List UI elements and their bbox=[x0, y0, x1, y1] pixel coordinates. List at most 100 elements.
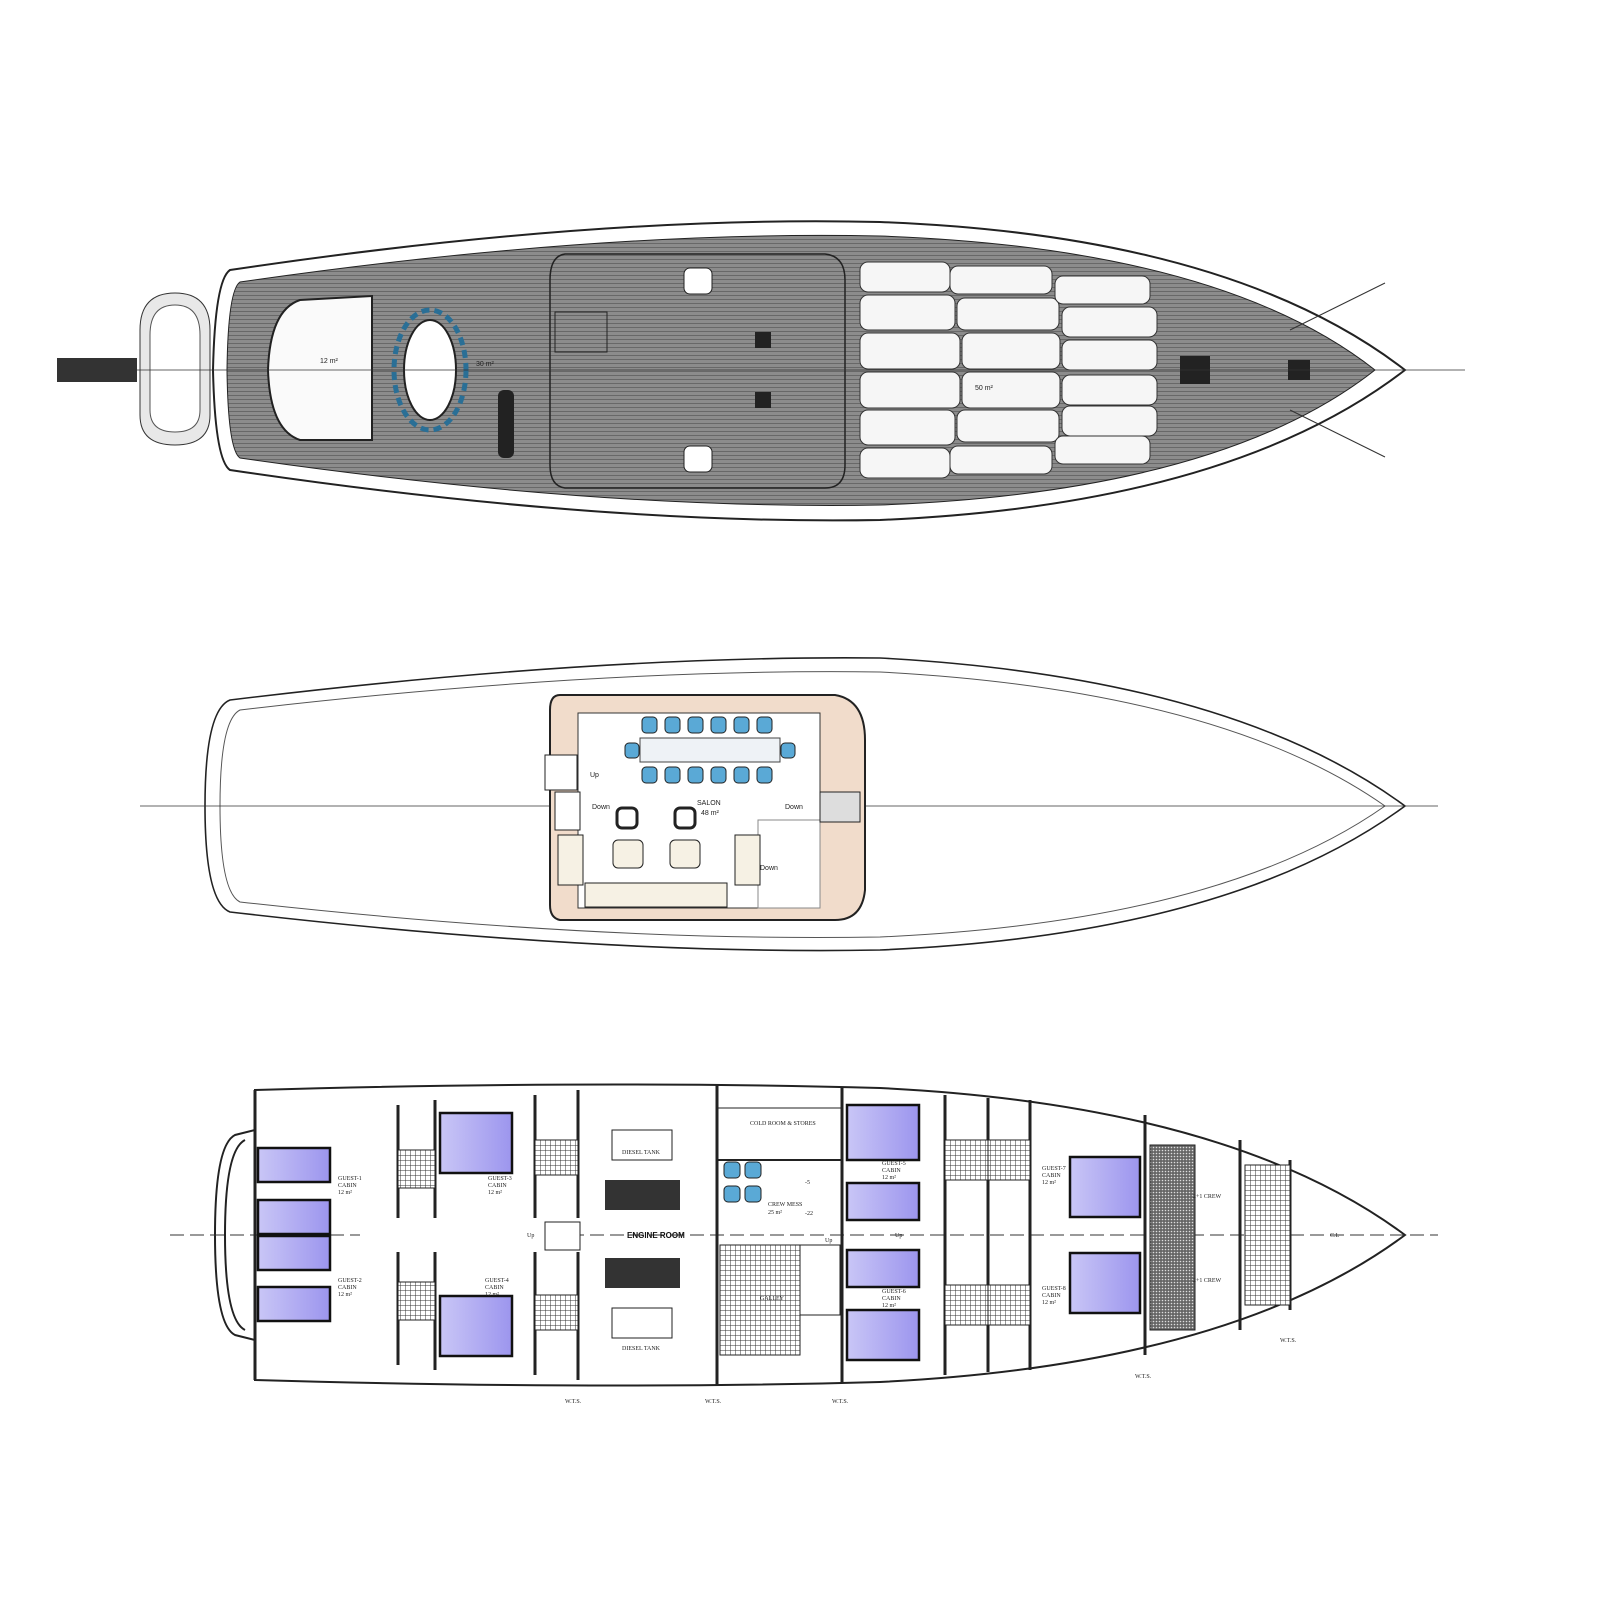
crew-mess-label: CREW MESS bbox=[768, 1202, 802, 1208]
stair-up bbox=[544, 754, 578, 791]
dining-area-label: 30 m² bbox=[476, 361, 495, 368]
dining-chair bbox=[756, 766, 773, 784]
sunbed-pad bbox=[1054, 275, 1151, 305]
dining-chair bbox=[710, 766, 727, 784]
dining-chair bbox=[687, 766, 704, 784]
engine bbox=[605, 1180, 680, 1210]
sunbed-pad bbox=[1061, 306, 1158, 338]
cabin-label: GUEST-1 bbox=[338, 1176, 362, 1182]
stair bbox=[544, 1221, 581, 1251]
cabin-label: GUEST-2 bbox=[338, 1278, 362, 1284]
dining-chair bbox=[664, 766, 681, 784]
crew-area bbox=[1149, 1144, 1196, 1331]
cabin-label: CABIN bbox=[488, 1183, 507, 1189]
mess-chair bbox=[723, 1161, 741, 1179]
diesel-tank bbox=[611, 1129, 673, 1161]
sunbed-pad bbox=[961, 371, 1061, 409]
galley-label: GALLEY bbox=[760, 1296, 785, 1302]
sunbed-pad bbox=[859, 371, 961, 409]
sunbed-pad bbox=[949, 445, 1053, 475]
cabin-beds bbox=[256, 1103, 1142, 1362]
down-label: Down bbox=[785, 804, 803, 811]
bed bbox=[1068, 1251, 1142, 1315]
cabin-label: CABIN bbox=[882, 1296, 901, 1302]
sofa bbox=[734, 834, 761, 886]
long-sofa bbox=[584, 882, 728, 908]
bathrooms bbox=[397, 1139, 1031, 1331]
hatch bbox=[554, 311, 608, 353]
sunbed-pad bbox=[956, 297, 1060, 331]
cold-room-label: COLD ROOM & STORES bbox=[750, 1121, 816, 1127]
salon-dining-chairs bbox=[624, 716, 796, 784]
lower-deck-plan: DIESEL TANK DIESEL TANK ENGINE ROOM COLD… bbox=[170, 1083, 1438, 1405]
cabin-label: GUEST-7 bbox=[1042, 1166, 1066, 1172]
cabin-label: 12 m² bbox=[338, 1292, 352, 1298]
cabin-label: 12 m² bbox=[882, 1303, 896, 1309]
cabin-label: GUEST-5 bbox=[882, 1161, 906, 1167]
bathroom-floor bbox=[397, 1281, 436, 1321]
cabin-label: CABIN bbox=[1042, 1173, 1061, 1179]
ottoman bbox=[669, 839, 701, 869]
sunbed-pad bbox=[859, 261, 951, 293]
dining-chair bbox=[624, 742, 640, 759]
centerline-label: C.L bbox=[1330, 1233, 1340, 1239]
dining-chair bbox=[756, 716, 773, 734]
sunbed-pad bbox=[1061, 405, 1158, 437]
wts-label: W.T.S. bbox=[565, 1399, 582, 1405]
bathroom-floor bbox=[987, 1139, 1031, 1181]
galley bbox=[719, 1244, 801, 1356]
bed bbox=[845, 1181, 921, 1222]
crew-cabin-label: 2+1 CREW bbox=[1193, 1194, 1222, 1200]
cabin-label: 12 m² bbox=[338, 1190, 352, 1196]
armchair bbox=[615, 806, 639, 830]
bed bbox=[845, 1103, 921, 1162]
bed bbox=[438, 1294, 514, 1358]
bathroom-floor bbox=[944, 1139, 989, 1181]
tender-dinghy bbox=[139, 292, 211, 446]
sunbed-pad bbox=[859, 447, 951, 479]
down-label: Down bbox=[760, 865, 778, 872]
bed bbox=[845, 1248, 921, 1289]
cabin-label: 12 m² bbox=[882, 1175, 896, 1181]
stair-down-forward bbox=[819, 791, 861, 823]
cabin-label: 12 m² bbox=[485, 1292, 499, 1298]
aft-lounge-cushion bbox=[266, 294, 373, 441]
dining-chair bbox=[687, 716, 704, 734]
sunbed-pad bbox=[1061, 339, 1158, 371]
bed bbox=[256, 1285, 332, 1323]
passerelle bbox=[57, 358, 137, 382]
crew-bathroom bbox=[1244, 1164, 1291, 1306]
diesel-tank bbox=[611, 1307, 673, 1339]
stair bbox=[799, 1244, 841, 1316]
up-label: Up bbox=[825, 1238, 832, 1244]
dining-chair bbox=[733, 716, 750, 734]
dining-chair bbox=[780, 742, 796, 759]
bathroom-floor bbox=[534, 1294, 579, 1331]
dining-chair bbox=[641, 716, 658, 734]
engine-room-label: ENGINE ROOM bbox=[627, 1231, 685, 1240]
helm-console bbox=[498, 390, 514, 458]
dining-chair bbox=[641, 766, 658, 784]
engine bbox=[605, 1258, 680, 1288]
sunbed-pad bbox=[859, 409, 956, 446]
crew-mess-area-label: 25 m² bbox=[768, 1210, 782, 1216]
cabin-label: 12 m² bbox=[1042, 1180, 1056, 1186]
salon-area-label: 48 m² bbox=[701, 810, 720, 817]
bed bbox=[845, 1308, 921, 1362]
stair-down-aft bbox=[554, 791, 581, 831]
table-port bbox=[683, 267, 713, 295]
wheelhouse-roof bbox=[549, 253, 846, 489]
dining-chair bbox=[733, 766, 750, 784]
mess-chair bbox=[723, 1185, 741, 1203]
salon-label: SALON bbox=[697, 800, 721, 807]
bed bbox=[1068, 1155, 1142, 1219]
cabin-label: CABIN bbox=[338, 1183, 357, 1189]
freezer-temp: -22 bbox=[805, 1211, 813, 1217]
up-label: Up bbox=[590, 772, 599, 779]
bathroom-floor bbox=[534, 1139, 579, 1176]
cabin-label: GUEST-4 bbox=[485, 1278, 509, 1284]
wts-label: W.T.S. bbox=[1280, 1338, 1297, 1344]
bathroom-floor bbox=[944, 1284, 989, 1326]
bathroom-floor bbox=[397, 1149, 436, 1189]
bed bbox=[256, 1146, 332, 1184]
